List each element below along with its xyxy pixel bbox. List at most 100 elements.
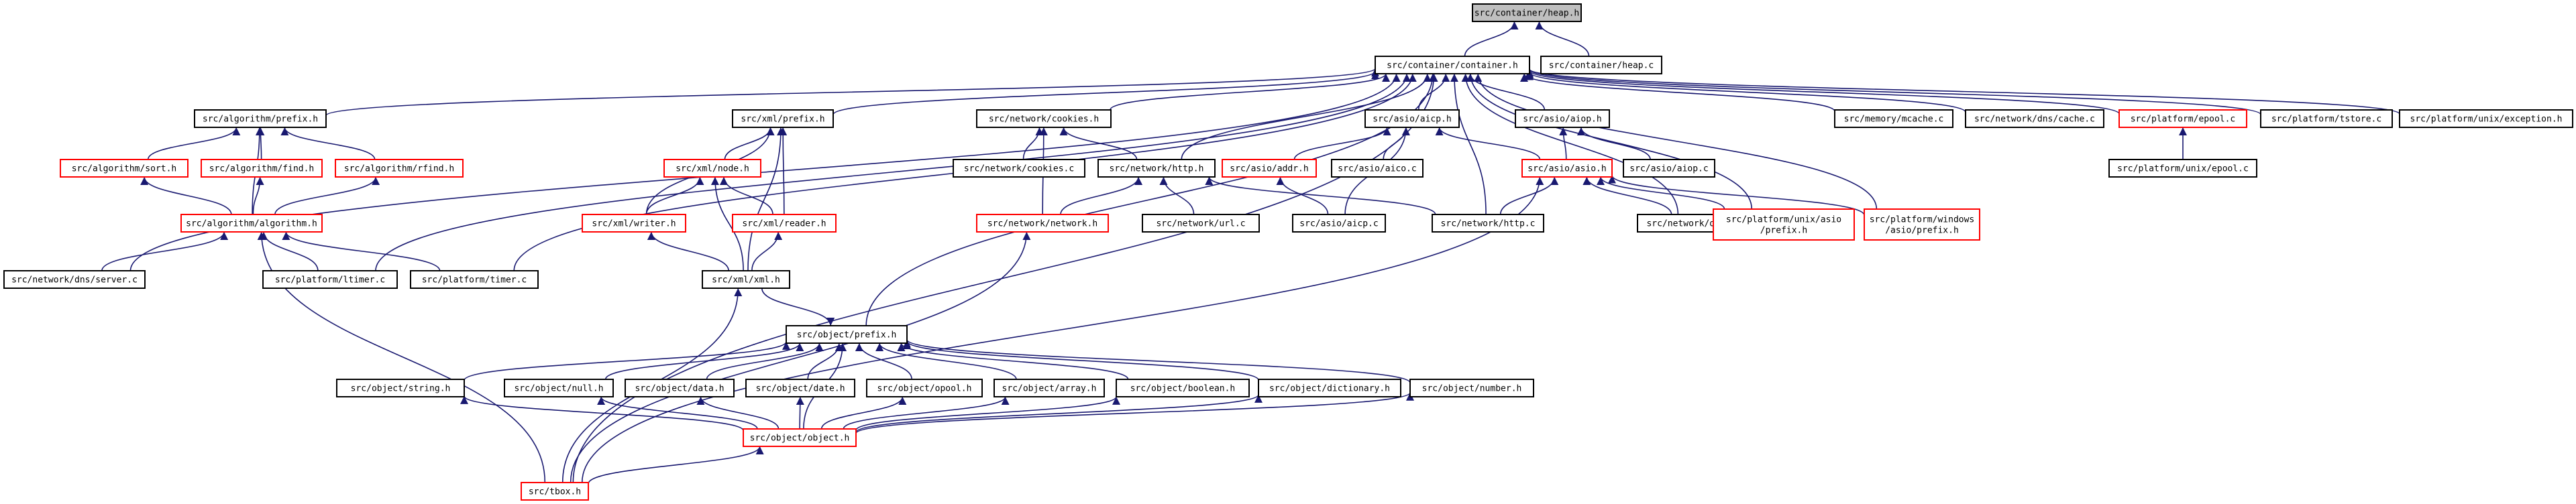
node-asio-aiop-c[interactable]: src/asio/aiop.c <box>1623 159 1715 178</box>
node-unix-exception[interactable]: src/platform/unix/exception.h <box>2399 109 2573 128</box>
node-net-network[interactable]: src/network/network.h <box>976 214 1109 233</box>
node-box[interactable] <box>1965 109 2104 128</box>
node-box[interactable] <box>1515 109 1610 128</box>
node-box[interactable] <box>1713 208 1855 241</box>
node-xml-reader[interactable]: src/xml/reader.h <box>732 214 837 233</box>
node-box[interactable] <box>786 325 908 344</box>
node-heap-c[interactable]: src/container/heap.c <box>1540 56 1662 74</box>
node-algo-algorithm[interactable]: src/algorithm/algorithm.h <box>180 214 323 233</box>
node-algo-prefix[interactable]: src/algorithm/prefix.h <box>194 109 327 128</box>
node-box[interactable] <box>976 109 1112 128</box>
node-xml-prefix[interactable]: src/xml/prefix.h <box>732 109 834 128</box>
node-tbox[interactable]: src/tbox.h <box>521 482 589 501</box>
node-box[interactable] <box>976 214 1109 233</box>
node-obj-data[interactable]: src/object/data.h <box>625 379 735 397</box>
node-box[interactable] <box>1331 159 1424 178</box>
node-box[interactable] <box>732 109 834 128</box>
node-obj-date[interactable]: src/object/date.h <box>745 379 855 397</box>
node-xml-writer[interactable]: src/xml/writer.h <box>582 214 686 233</box>
node-asio-aiop-h[interactable]: src/asio/aiop.h <box>1515 109 1610 128</box>
node-obj-string[interactable]: src/object/string.h <box>336 379 465 397</box>
node-asio-aicp-h[interactable]: src/asio/aicp.h <box>1364 109 1460 128</box>
node-box[interactable] <box>180 214 323 233</box>
node-box[interactable] <box>201 159 323 178</box>
edge-asio_asio-to-asio_aiop_h <box>1559 127 1568 160</box>
node-net-cookies-c[interactable]: src/network/cookies.c <box>953 159 1085 178</box>
node-box[interactable] <box>1375 56 1530 74</box>
node-box[interactable] <box>1142 214 1260 233</box>
node-box[interactable] <box>953 159 1085 178</box>
node-box[interactable] <box>410 270 539 289</box>
node-container-h[interactable]: src/container/container.h <box>1375 56 1530 74</box>
node-unix-asio[interactable]: src/platform/unix/asio/prefix.h <box>1713 208 1855 241</box>
node-box[interactable] <box>336 379 465 397</box>
node-box[interactable] <box>745 379 855 397</box>
node-obj-dictionary[interactable]: src/object/dictionary.h <box>1258 379 1401 397</box>
node-obj-prefix[interactable]: src/object/prefix.h <box>786 325 908 344</box>
node-algo-find[interactable]: src/algorithm/find.h <box>201 159 323 178</box>
node-box[interactable] <box>1540 56 1662 74</box>
node-box[interactable] <box>1409 379 1534 397</box>
node-box[interactable] <box>743 428 857 447</box>
node-box[interactable] <box>1864 208 1980 241</box>
node-box[interactable] <box>3 270 146 289</box>
node-asio-addr[interactable]: src/asio/addr.h <box>1222 159 1317 178</box>
node-box[interactable] <box>625 379 735 397</box>
node-box[interactable] <box>1258 379 1401 397</box>
node-box[interactable] <box>60 159 189 178</box>
node-box[interactable] <box>1521 159 1613 178</box>
node-box[interactable] <box>2108 159 2257 178</box>
node-box[interactable] <box>1472 3 1582 22</box>
node-box[interactable] <box>194 109 327 128</box>
node-box[interactable] <box>866 379 983 397</box>
node-dns-cache[interactable]: src/network/dns/cache.c <box>1965 109 2104 128</box>
node-obj-boolean[interactable]: src/object/boolean.h <box>1116 379 1250 397</box>
node-box[interactable] <box>663 159 761 178</box>
node-box[interactable] <box>335 159 464 178</box>
node-xml-node[interactable]: src/xml/node.h <box>663 159 761 178</box>
node-box[interactable] <box>1364 109 1460 128</box>
node-net-url[interactable]: src/network/url.c <box>1142 214 1260 233</box>
node-box[interactable] <box>2399 109 2573 128</box>
node-net-http-h[interactable]: src/network/http.h <box>1097 159 1216 178</box>
node-timer[interactable]: src/platform/timer.c <box>410 270 539 289</box>
node-asio-aico[interactable]: src/asio/aico.c <box>1331 159 1424 178</box>
node-box[interactable] <box>521 482 589 501</box>
node-box[interactable] <box>1432 214 1544 233</box>
node-net-http-c[interactable]: src/network/http.c <box>1432 214 1544 233</box>
node-obj-number[interactable]: src/object/number.h <box>1409 379 1534 397</box>
node-obj-array[interactable]: src/object/array.h <box>994 379 1105 397</box>
node-box[interactable] <box>1097 159 1216 178</box>
node-box[interactable] <box>702 270 790 289</box>
node-epool-c[interactable]: src/platform/epool.c <box>2118 109 2247 128</box>
node-ltimer[interactable]: src/platform/ltimer.c <box>262 270 398 289</box>
node-box[interactable] <box>1116 379 1250 397</box>
node-box[interactable] <box>504 379 614 397</box>
node-box[interactable] <box>1623 159 1715 178</box>
node-box[interactable] <box>1292 214 1386 233</box>
node-box[interactable] <box>2260 109 2393 128</box>
node-win-asio[interactable]: src/platform/windows/asio/prefix.h <box>1864 208 1980 241</box>
node-box[interactable] <box>582 214 686 233</box>
node-algo-sort[interactable]: src/algorithm/sort.h <box>60 159 189 178</box>
node-obj-null[interactable]: src/object/null.h <box>504 379 614 397</box>
node-box[interactable] <box>262 270 398 289</box>
node-algo-rfind[interactable]: src/algorithm/rfind.h <box>335 159 464 178</box>
node-asio-aicp-c[interactable]: src/asio/aicp.c <box>1292 214 1386 233</box>
node-box[interactable] <box>1834 109 1953 128</box>
node-xml-xml[interactable]: src/xml/xml.h <box>702 270 790 289</box>
node-box[interactable] <box>2118 109 2247 128</box>
edge-tbox-to-asio_asio <box>581 176 1544 483</box>
node-obj-object[interactable]: src/object/object.h <box>743 428 857 447</box>
node-dns-server[interactable]: src/network/dns/server.c <box>3 270 146 289</box>
node-obj-opool[interactable]: src/object/opool.h <box>866 379 983 397</box>
node-tstore[interactable]: src/platform/tstore.c <box>2260 109 2393 128</box>
node-net-cookies-h[interactable]: src/network/cookies.h <box>976 109 1112 128</box>
node-asio-asio[interactable]: src/asio/asio.h <box>1521 159 1613 178</box>
node-box[interactable] <box>732 214 837 233</box>
node-mem-mcache[interactable]: src/memory/mcache.c <box>1834 109 1953 128</box>
node-box[interactable] <box>1222 159 1317 178</box>
node-unix-epool[interactable]: src/platform/unix/epool.c <box>2108 159 2257 178</box>
node-box[interactable] <box>994 379 1105 397</box>
node-heap-h[interactable]: src/container/heap.h <box>1472 3 1582 22</box>
